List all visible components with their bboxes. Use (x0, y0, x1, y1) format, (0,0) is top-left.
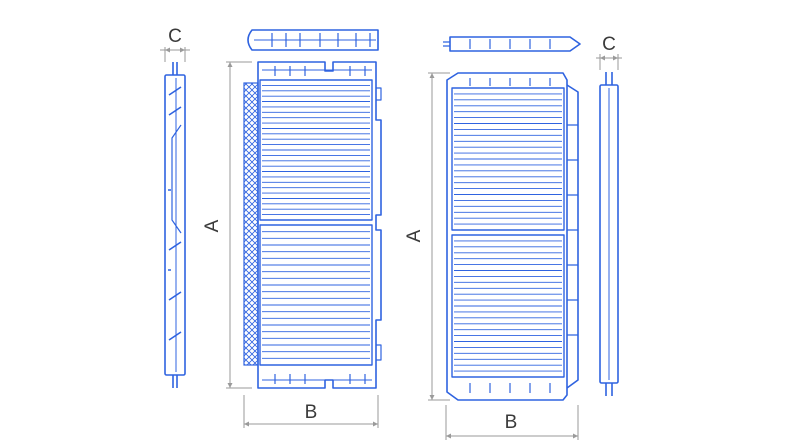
dimension-a-right (428, 72, 450, 401)
right-top-edge-view (443, 36, 581, 52)
dimension-b-label-left: B (305, 402, 318, 423)
mesh-side-panel (243, 82, 259, 366)
dimension-c-right (596, 54, 622, 70)
dimension-a-left (226, 61, 252, 389)
right-side-profile (599, 72, 619, 396)
right-pleats (454, 93, 562, 372)
dimension-c-label-left: C (168, 26, 182, 47)
left-upper-pleat-block (259, 79, 373, 221)
dimension-a-label-right: A (404, 229, 425, 242)
right-main-filter-view (446, 72, 579, 401)
left-lower-pleat-block (259, 224, 373, 366)
left-side-profile (164, 62, 186, 388)
dimension-b-label-right: B (505, 412, 518, 433)
left-pleats (262, 84, 370, 359)
right-upper-pleat-block (451, 87, 565, 231)
dimension-c-left (160, 47, 190, 62)
left-frame (257, 61, 382, 389)
dimension-b-left (243, 395, 379, 428)
dimension-a-label-left: A (202, 219, 223, 232)
right-frame (446, 72, 579, 401)
left-main-filter-view (243, 61, 382, 389)
right-lower-pleat-block (451, 234, 565, 378)
dimension-b-right (445, 405, 579, 440)
dimension-c-label-right: C (602, 34, 616, 55)
left-top-edge-view (247, 29, 379, 51)
